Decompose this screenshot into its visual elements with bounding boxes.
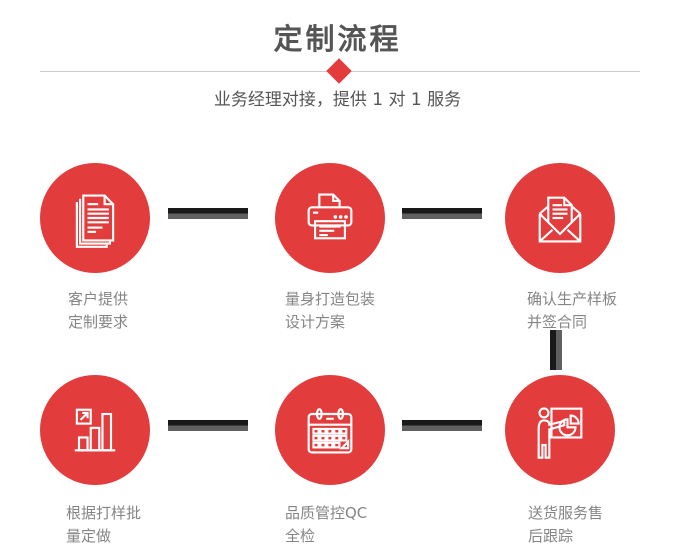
- step-label-line: 定制要求: [68, 313, 129, 331]
- step-circle-1: [40, 163, 150, 273]
- connector-step3-step6: [550, 330, 562, 370]
- bar-chart-icon: [74, 408, 116, 452]
- step-label-line: 根据打样批: [66, 504, 142, 522]
- presentation-icon: [537, 407, 583, 459]
- connector-step1-step2: [168, 208, 248, 219]
- section-subtitle: 业务经理对接，提供 1 对 1 服务: [213, 90, 462, 110]
- connector-step4-step5: [168, 420, 248, 431]
- step-label-line: 量身打造包装: [285, 290, 376, 308]
- step-label-line: 设计方案: [285, 313, 346, 331]
- step-label-line: 客户提供: [68, 290, 129, 308]
- step-label-line: 送货服务售: [528, 504, 604, 522]
- step-circle-4: [40, 375, 150, 485]
- step-label-line: 后跟踪: [528, 527, 574, 545]
- step-circle-3: [505, 163, 615, 273]
- step-label-line: 全检: [285, 527, 316, 545]
- step-label-line: 品质管控QC: [285, 504, 368, 522]
- documents-icon: [75, 194, 115, 248]
- connector-step2-step3: [402, 208, 482, 219]
- connector-step5-step6: [402, 420, 482, 431]
- step-label-1: 客户提供 定制要求: [68, 288, 128, 334]
- calendar-icon: [307, 408, 353, 454]
- step-label-6: 送货服务售 后跟踪: [528, 502, 603, 548]
- step-label-2: 量身打造包装 设计方案: [285, 288, 375, 334]
- section-title: 定制流程: [273, 22, 402, 56]
- printer-icon: [307, 193, 353, 240]
- step-label-3: 确认生产样板 并签合同: [527, 288, 617, 334]
- step-label-line: 量定做: [66, 527, 112, 545]
- step-circle-6: [505, 375, 615, 485]
- step-circle-2: [275, 163, 385, 273]
- step-label-4: 根据打样批 量定做: [66, 502, 141, 548]
- step-label-line: 并签合同: [527, 313, 588, 331]
- step-label-line: 确认生产样板: [527, 290, 618, 308]
- diamond-accent: [326, 58, 352, 84]
- step-label-5: 品质管控QC 全检: [285, 502, 367, 548]
- step-circle-5: [275, 375, 385, 485]
- envelope-icon: [538, 196, 582, 243]
